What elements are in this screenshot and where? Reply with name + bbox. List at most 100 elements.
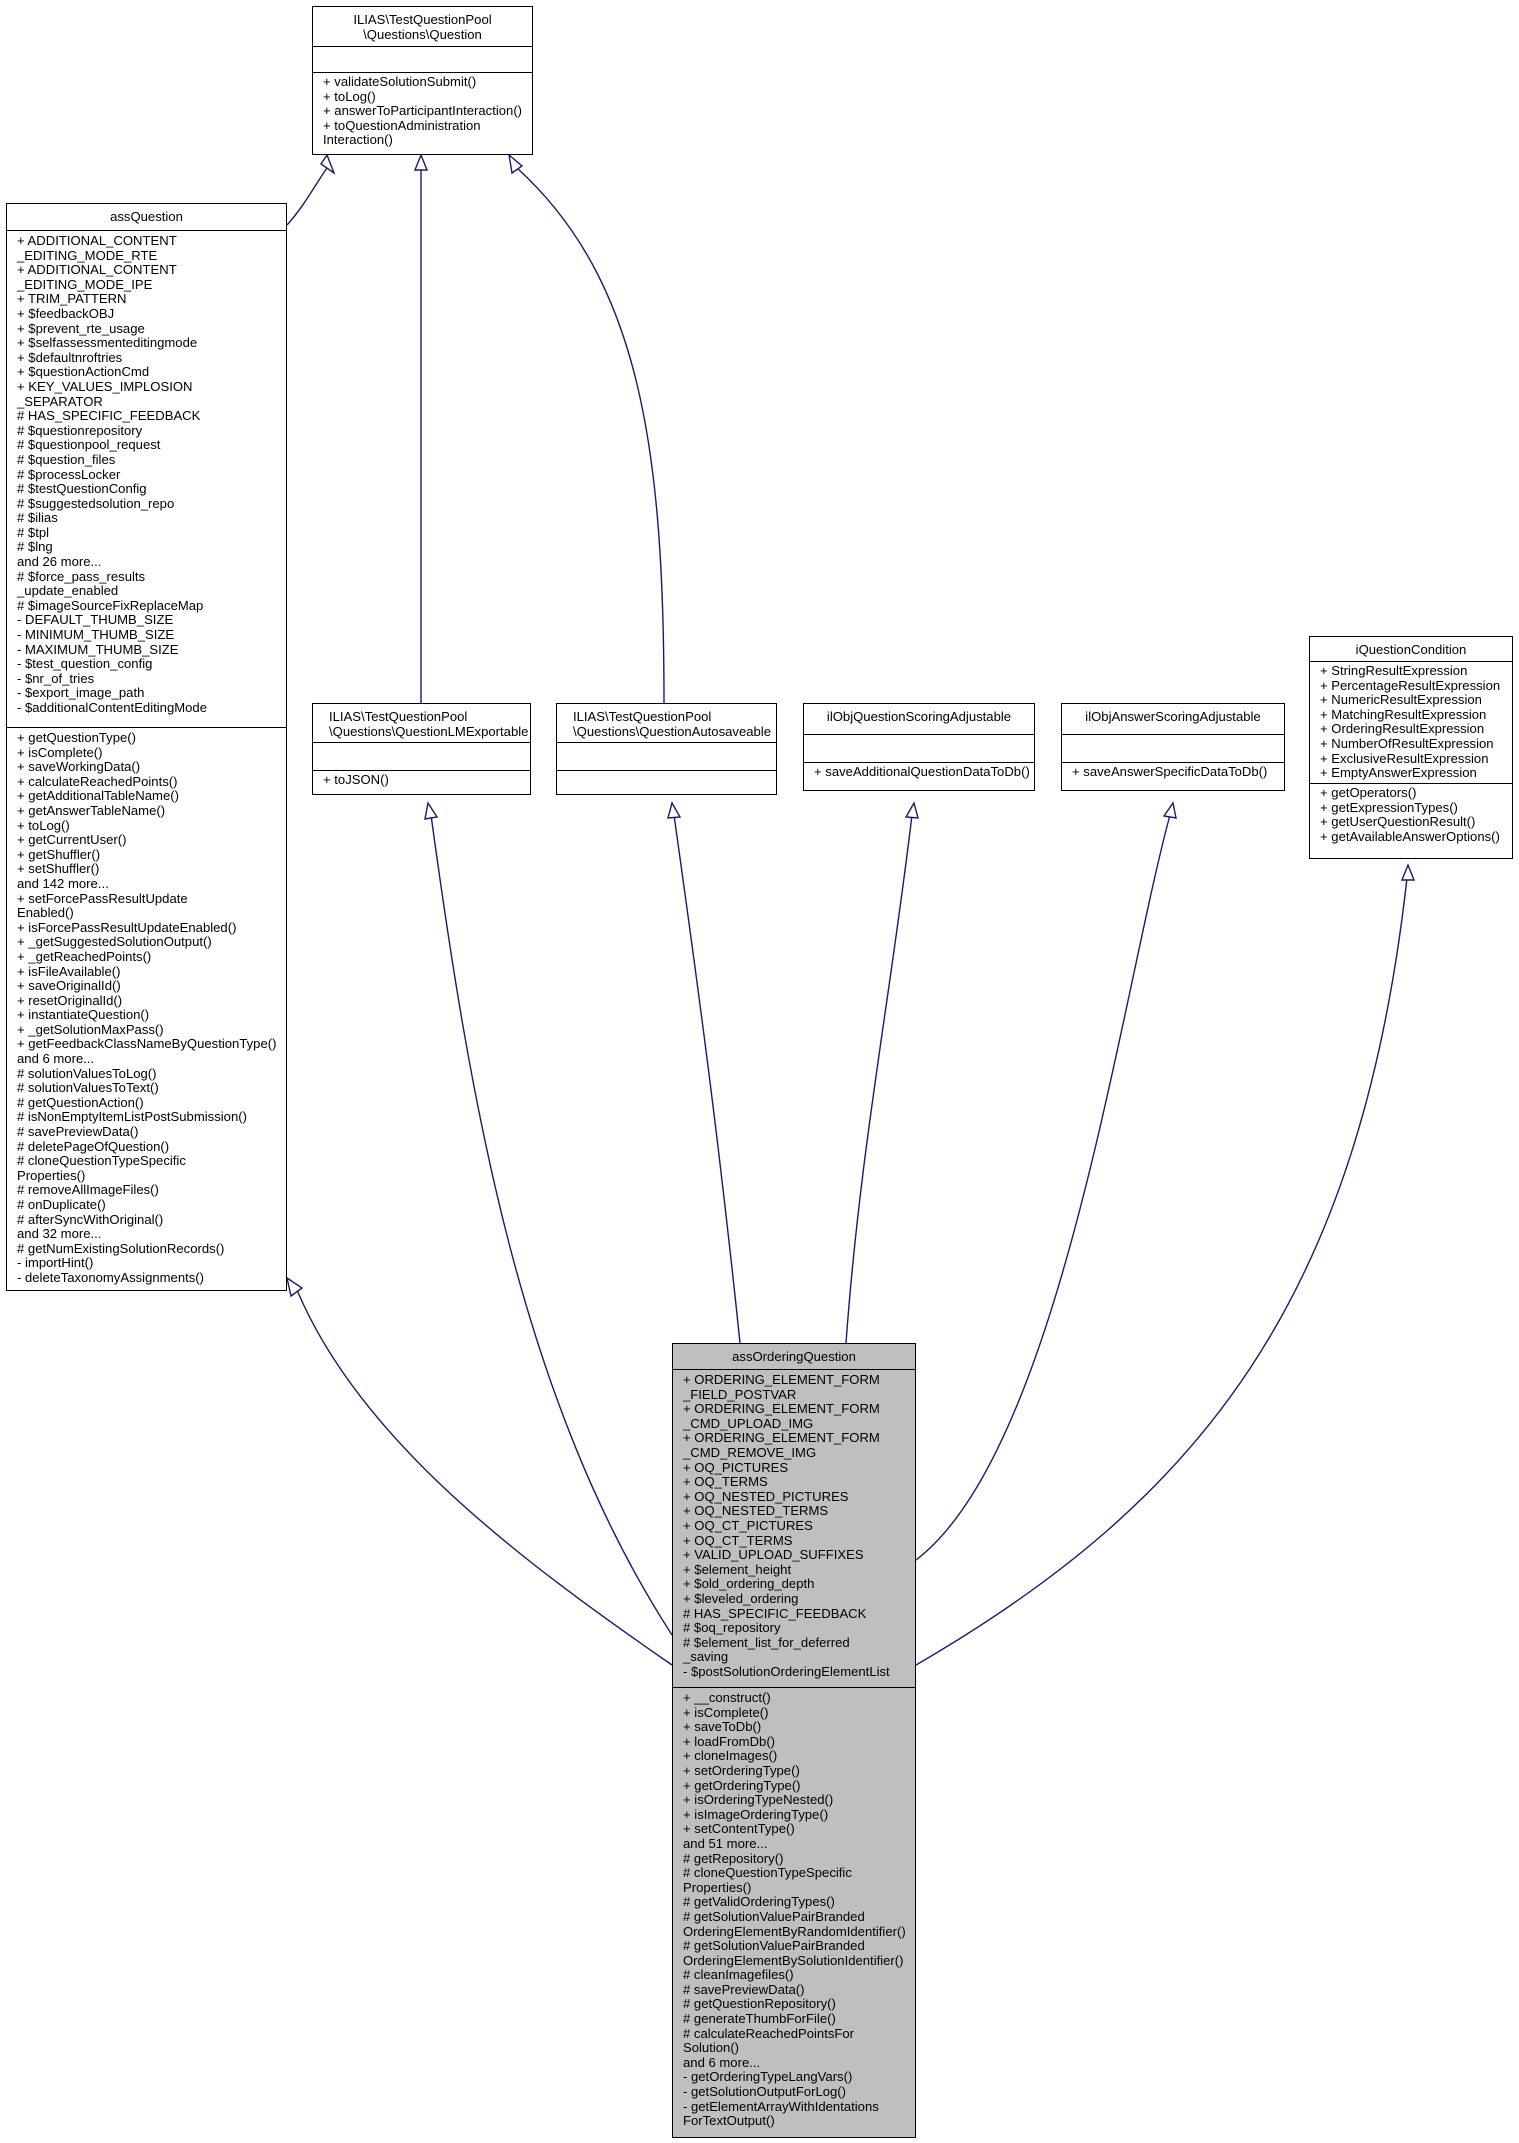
operation: # savePreviewData() (683, 1981, 805, 1997)
operation: # solutionValuesToLog() (17, 1065, 157, 1081)
operation: + _getSuggestedSolutionOutput() (17, 934, 212, 950)
class-box-question: ILIAS\TestQuestionPool \Questions\Questi… (312, 6, 533, 155)
attribute: + KEY_VALUES_IMPLOSION (17, 378, 193, 394)
attribute: # $questionpool_request (17, 437, 161, 453)
operation: + answerToParticipantInteraction() (323, 103, 523, 119)
operation: # afterSyncWithOriginal() (17, 1211, 164, 1227)
attribute: + $prevent_rte_usage (17, 320, 145, 336)
operation: + getUserQuestionResult() (1320, 814, 1476, 830)
operation: + _getSolutionMaxPass() (17, 1021, 164, 1037)
attribute: + MatchingResultExpression (1320, 706, 1487, 722)
operation: - getElementArrayWithIdentations (683, 2098, 879, 2114)
attribute: + OQ_NESTED_PICTURES (683, 1488, 849, 1504)
attribute: + TRIM_PATTERN (17, 291, 127, 307)
class-name-section: iQuestionCondition (1310, 637, 1512, 661)
attributes-section: + ADDITIONAL_CONTENT _EDITING_MODE_RTE +… (7, 230, 286, 727)
attribute: + OQ_NESTED_TERMS (683, 1503, 829, 1519)
operation: # onDuplicate() (17, 1197, 106, 1212)
operations-section: + toJSON() (313, 770, 530, 791)
attribute: # $testQuestionConfig (17, 481, 147, 497)
class-name-section: ilObjAnswerScoringAdjustable (1062, 704, 1284, 734)
operation: # cloneQuestionTypeSpecific (683, 1865, 852, 1881)
operation: + getOrderingType() (683, 1777, 801, 1793)
attribute: # $imageSourceFixReplaceMap (17, 597, 204, 613)
operation: + saveToDb() (683, 1719, 762, 1735)
attribute: + PercentageResultExpression (1320, 677, 1501, 693)
edge-ordering-to-assquestion (296, 1289, 673, 1666)
edge-ordering-to-questionscoring (845, 814, 913, 1344)
arrowhead-ordering-questionscoring (904, 801, 919, 819)
operation: # cloneQuestionTypeSpecific (17, 1153, 186, 1169)
attributes-section: + StringResultExpression + PercentageRes… (1310, 661, 1512, 783)
operation: # cleanImagefiles() (683, 1967, 794, 1983)
operation: # getSolutionValuePairBranded (683, 1938, 865, 1954)
attribute: + OQ_CT_TERMS (683, 1532, 793, 1548)
operation: + isImageOrderingType() (683, 1806, 829, 1822)
operation: + isOrderingTypeNested() (683, 1792, 834, 1808)
attribute: + VALID_UPLOAD_SUFFIXES (683, 1547, 864, 1563)
operation: and 51 more... (683, 1835, 768, 1851)
operations-section: + getOperators() + getExpressionTypes() … (1310, 783, 1512, 847)
attributes-section (313, 742, 530, 770)
operation: + setShuffler() (17, 861, 100, 877)
operation: + getShuffler() (17, 846, 101, 862)
class-name-section: assQuestion (7, 204, 286, 230)
attribute: # $element_list_for_deferred (683, 1634, 850, 1650)
class-name: ilObjAnswerScoringAdjustable (1085, 709, 1261, 724)
operation: + validateSolutionSubmit() (323, 74, 477, 89)
operation: # removeAllImageFiles() (17, 1182, 159, 1198)
attribute: + $questionActionCmd (17, 364, 150, 380)
attribute: + ADDITIONAL_CONTENT (17, 233, 177, 248)
attribute: # $suggestedsolution_repo (17, 495, 175, 511)
attribute: # $tpl (17, 524, 50, 540)
operation: + isFileAvailable() (17, 963, 121, 979)
operation: - deleteTaxonomyAssignments() (17, 1269, 205, 1285)
class-name: ILIAS\TestQuestionPool \Questions\Questi… (353, 12, 492, 42)
operation: # getNumExistingSolutionRecords() (17, 1240, 225, 1256)
operation: # getValidOrderingTypes() (683, 1894, 835, 1910)
operation: and 6 more... (17, 1051, 95, 1067)
class-box-assquestion: assQuestion + ADDITIONAL_CONTENT _EDITIN… (6, 203, 287, 1291)
operation: ForTextOutput() (683, 2113, 775, 2129)
attribute: # $ilias (17, 510, 58, 526)
operation: + loadFromDb() (683, 1733, 776, 1749)
edge-ordering-to-answerscoring (915, 814, 1171, 1561)
operation: Properties() (683, 1879, 752, 1895)
attribute: - $additionalContentEditingMode (17, 700, 207, 715)
class-name-section: ILIAS\TestQuestionPool \Questions\Questi… (313, 7, 532, 46)
operation: + getOperators() (1320, 785, 1417, 800)
edge-assquestion-to-question (286, 167, 328, 226)
class-name: assOrderingQuestion (732, 1349, 856, 1364)
class-box-answer-scoring-adjustable: ilObjAnswerScoringAdjustable + saveAnswe… (1061, 703, 1285, 791)
operation: # generateThumbForFile() (683, 2011, 836, 2027)
operation: # getQuestionAction() (17, 1094, 144, 1110)
arrowhead-ordering-answerscoring (1162, 801, 1177, 819)
attribute: _EDITING_MODE_IPE (17, 276, 153, 292)
operation: + setContentType() (683, 1821, 795, 1837)
attribute: and 26 more... (17, 554, 102, 570)
operation: OrderingElementBySolutionIdentifier() (683, 1952, 904, 1968)
attribute: # $questionrepository (17, 422, 143, 438)
attributes-section (313, 46, 532, 72)
attribute: + NumericResultExpression (1320, 692, 1482, 708)
operation: # savePreviewData() (17, 1124, 139, 1140)
arrowhead-ordering-assquestion (285, 1276, 304, 1298)
operation: - getSolutionOutputForLog() (683, 2084, 847, 2100)
attribute: + $element_height (683, 1561, 792, 1577)
operation: Interaction() (323, 132, 393, 148)
attribute: - $postSolutionOrderingElementList (683, 1663, 890, 1679)
arrowhead-ordering-autosaveable (667, 801, 682, 819)
attribute: + NumberOfResultExpression (1320, 735, 1494, 751)
operation: + calculateReachedPoints() (17, 773, 178, 789)
attribute: + EmptyAnswerExpression (1320, 765, 1477, 781)
attribute: _FIELD_POSTVAR (683, 1386, 797, 1402)
class-box-question-scoring-adjustable: ilObjQuestionScoringAdjustable + saveAdd… (803, 703, 1035, 791)
operation: + isForcePassResultUpdateEnabled() (17, 919, 237, 935)
class-box-question-autosaveable: ILIAS\TestQuestionPool \Questions\Questi… (556, 703, 777, 795)
edge-ordering-to-autosaveable (673, 814, 741, 1344)
operation: # solutionValuesToText() (17, 1080, 159, 1096)
attribute: + OrderingResultExpression (1320, 721, 1485, 737)
operation: and 142 more... (17, 875, 109, 891)
class-name: iQuestionCondition (1355, 642, 1467, 657)
